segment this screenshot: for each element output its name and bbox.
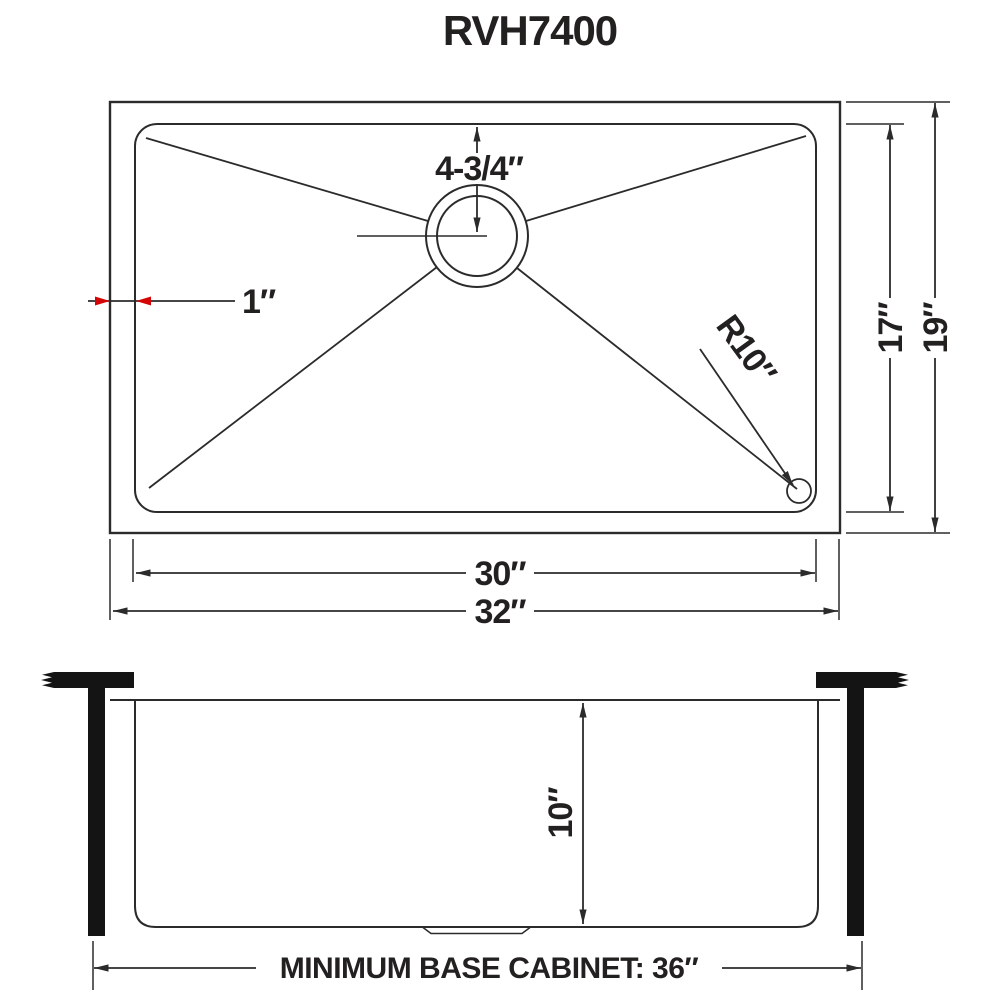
crease-line-top-right <box>525 135 807 222</box>
radius-leader-line <box>699 348 794 486</box>
dim-bowl-width: 30″ <box>136 555 815 593</box>
crease-line-bottom-left <box>148 266 438 489</box>
countertop-left <box>41 672 134 688</box>
dim-rim-width: 1″ <box>88 283 277 321</box>
base-cabinet-note: MINIMUM BASE CABINET: 36″ <box>280 952 699 985</box>
radius-callout-circle <box>786 478 812 504</box>
countertop-right <box>816 672 909 688</box>
dim-overall-front-back: 19″ <box>917 103 955 532</box>
page-title: RVH7400 <box>443 7 617 54</box>
dim-bowl-depth-label: 10″ <box>542 787 580 839</box>
outer-rim-outline <box>108 100 842 535</box>
dim-drain-offset-label: 4-3/4″ <box>435 150 523 188</box>
bowl-outline <box>134 123 817 513</box>
red-arrow-right <box>136 296 151 306</box>
drain-boss <box>422 926 531 935</box>
dim-base-cabinet: MINIMUM BASE CABINET: 36″ <box>92 941 863 990</box>
dim-overall-front-back-label: 19″ <box>917 302 955 354</box>
crease-line-bottom-right <box>516 267 798 490</box>
dim-drain-offset: 4-3/4″ <box>435 127 525 232</box>
sink-side-view: 10″ MINIMUM BASE CABINET: 36″ <box>41 672 909 990</box>
cabinet-wall-right <box>847 688 864 936</box>
cabinet-wall-left <box>88 688 105 936</box>
dim-overall-width-label: 32″ <box>474 593 526 631</box>
dim-bowl-width-label: 30″ <box>474 555 526 593</box>
dim-overall-width: 32″ <box>113 593 838 631</box>
dim-corner-radius: R10″ <box>699 308 812 504</box>
dim-bowl-depth: 10″ <box>542 703 587 924</box>
crease-line-top-left <box>145 137 429 222</box>
dim-bowl-front-back-label: 17″ <box>872 302 910 354</box>
sink-bowl-profile <box>134 700 819 928</box>
red-arrow-left <box>95 296 110 306</box>
dim-rim-width-label: 1″ <box>242 283 276 321</box>
sink-top-view: 4-3/4″ 1″ R10″ 17″ 19″ <box>88 100 955 631</box>
dim-bowl-front-back: 17″ <box>872 125 910 511</box>
